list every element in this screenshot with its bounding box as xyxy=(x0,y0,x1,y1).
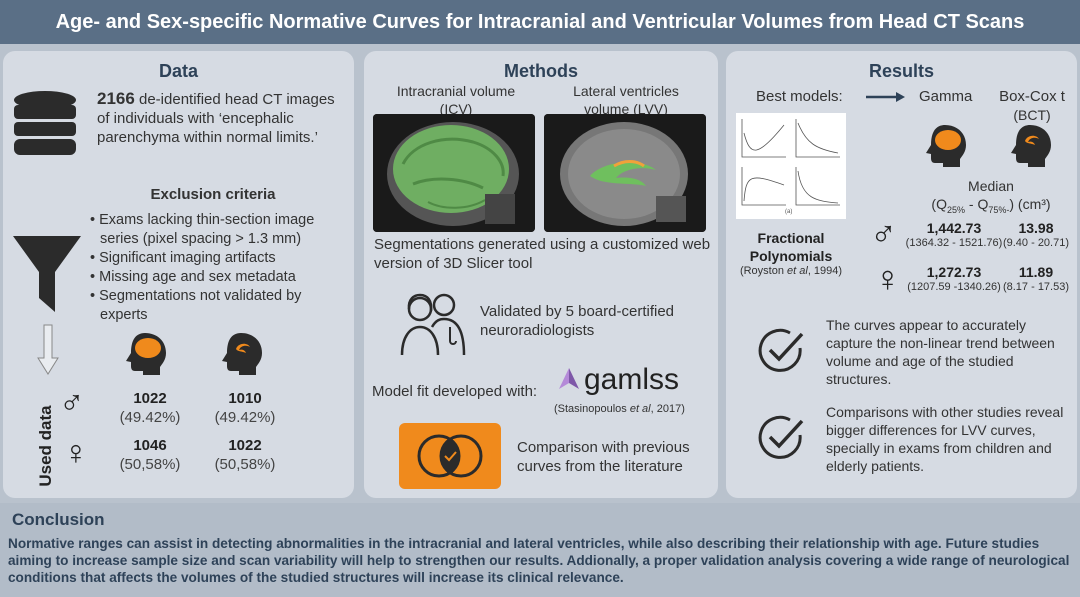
exclusion-item: Segmentations not validated by experts xyxy=(90,287,350,325)
model-lvv: Box-Cox t (BCT) xyxy=(999,88,1065,123)
data-heading: Data xyxy=(158,61,198,81)
median-label: Median (Q25% - Q75%-) (cm³) xyxy=(931,178,1051,215)
male-lvv-median: 13.98 (9.40 - 20.71) xyxy=(1002,220,1070,249)
methods-heading: Methods xyxy=(504,61,578,81)
data-description: 2166 de-identified head CT images of ind… xyxy=(97,89,335,146)
conclusion-section: Conclusion Normative ranges can assist i… xyxy=(0,503,1080,597)
female-icon: ♀ xyxy=(63,434,89,472)
model-fit-text: Model fit developed with: xyxy=(372,383,538,400)
results-heading: Results xyxy=(868,61,935,81)
female-icv-count: 1046 (50,58%) xyxy=(119,437,181,473)
comparison-icon xyxy=(399,423,501,489)
female-lvv-count: 1022 (50,58%) xyxy=(214,437,276,473)
icv-head-icon xyxy=(926,125,966,167)
methods-panel: Methods Intracranial volume (ICV) Latera… xyxy=(364,51,718,498)
fractional-polynomials-figure: (a) xyxy=(736,113,846,219)
icv-segmentation-image xyxy=(373,114,535,232)
exclusion-heading: Exclusion criteria xyxy=(150,186,276,203)
down-arrow-icon xyxy=(37,324,59,375)
female-icon: ♀ xyxy=(874,258,901,299)
exclusion-item: Missing age and sex metadata xyxy=(90,268,350,287)
male-icon: ♂ xyxy=(870,213,897,254)
segmentation-text: Segmentations generated using a customiz… xyxy=(374,236,711,272)
results-panel: Results Best models: Gamma Box-Cox t (BC… xyxy=(726,51,1077,498)
lvv-segmentation-image xyxy=(544,114,706,232)
male-icv-median: 1,442.73 (1364.32 - 1521.76) xyxy=(905,220,1003,249)
icv-head-icon xyxy=(126,333,166,375)
lvv-head-icon xyxy=(222,333,262,375)
finding-1: The curves appear to accurately capture … xyxy=(826,317,1055,387)
fp-figure-caption: (a) xyxy=(785,209,793,215)
male-icv-count: 1022 (49.42%) xyxy=(119,390,181,426)
female-lvv-median: 11.89 (8.17 - 17.53) xyxy=(1002,264,1070,293)
data-panel: Data 2166 de-identified head CT images o… xyxy=(3,51,354,498)
conclusion-text: Normative ranges can assist in detecting… xyxy=(8,536,1070,585)
gamlss-logo-icon xyxy=(559,368,579,389)
funnel-icon xyxy=(13,236,81,312)
data-count: 2166 xyxy=(97,89,135,108)
model-icv: Gamma xyxy=(919,88,973,105)
poster-title: Age- and Sex-specific Normative Curves f… xyxy=(0,0,1080,44)
database-icon xyxy=(14,91,76,155)
exclusion-list: Exams lacking thin-section image series … xyxy=(90,211,350,325)
check-circle-icon xyxy=(758,415,804,459)
icv-label: Intracranial volume (ICV) xyxy=(396,83,516,117)
doctors-icon xyxy=(400,293,466,356)
male-lvv-count: 1010 (49.42%) xyxy=(214,390,276,426)
lvv-label: Lateral ventricles volume (LVV) xyxy=(573,83,679,117)
used-data-label: Used data xyxy=(36,405,55,487)
comparison-text: Comparison with previous curves from the… xyxy=(517,439,690,475)
fp-label: Fractional Polynomials xyxy=(749,230,833,264)
fp-citation: (Royston et al, 1994) xyxy=(739,265,843,277)
female-icv-median: 1,272.73 (1207.59 -1340.26) xyxy=(907,264,1001,293)
arrow-right-icon xyxy=(866,92,905,102)
lvv-head-icon xyxy=(1011,125,1051,167)
check-circle-icon xyxy=(758,328,804,372)
conclusion-heading: Conclusion xyxy=(12,510,105,529)
exclusion-item: Significant imaging artifacts xyxy=(90,249,350,268)
validation-text: Validated by 5 board-certified neuroradi… xyxy=(480,303,675,339)
exclusion-item: Exams lacking thin-section image series … xyxy=(90,211,350,249)
gamlss-logo: gamlss xyxy=(584,363,680,396)
finding-2: Comparisons with other studies reveal bi… xyxy=(826,404,1064,474)
best-models-label: Best models: xyxy=(756,88,843,105)
male-icon: ♂ xyxy=(59,384,85,422)
gamlss-citation: (Stasinopoulos et al, 2017) xyxy=(554,403,685,415)
